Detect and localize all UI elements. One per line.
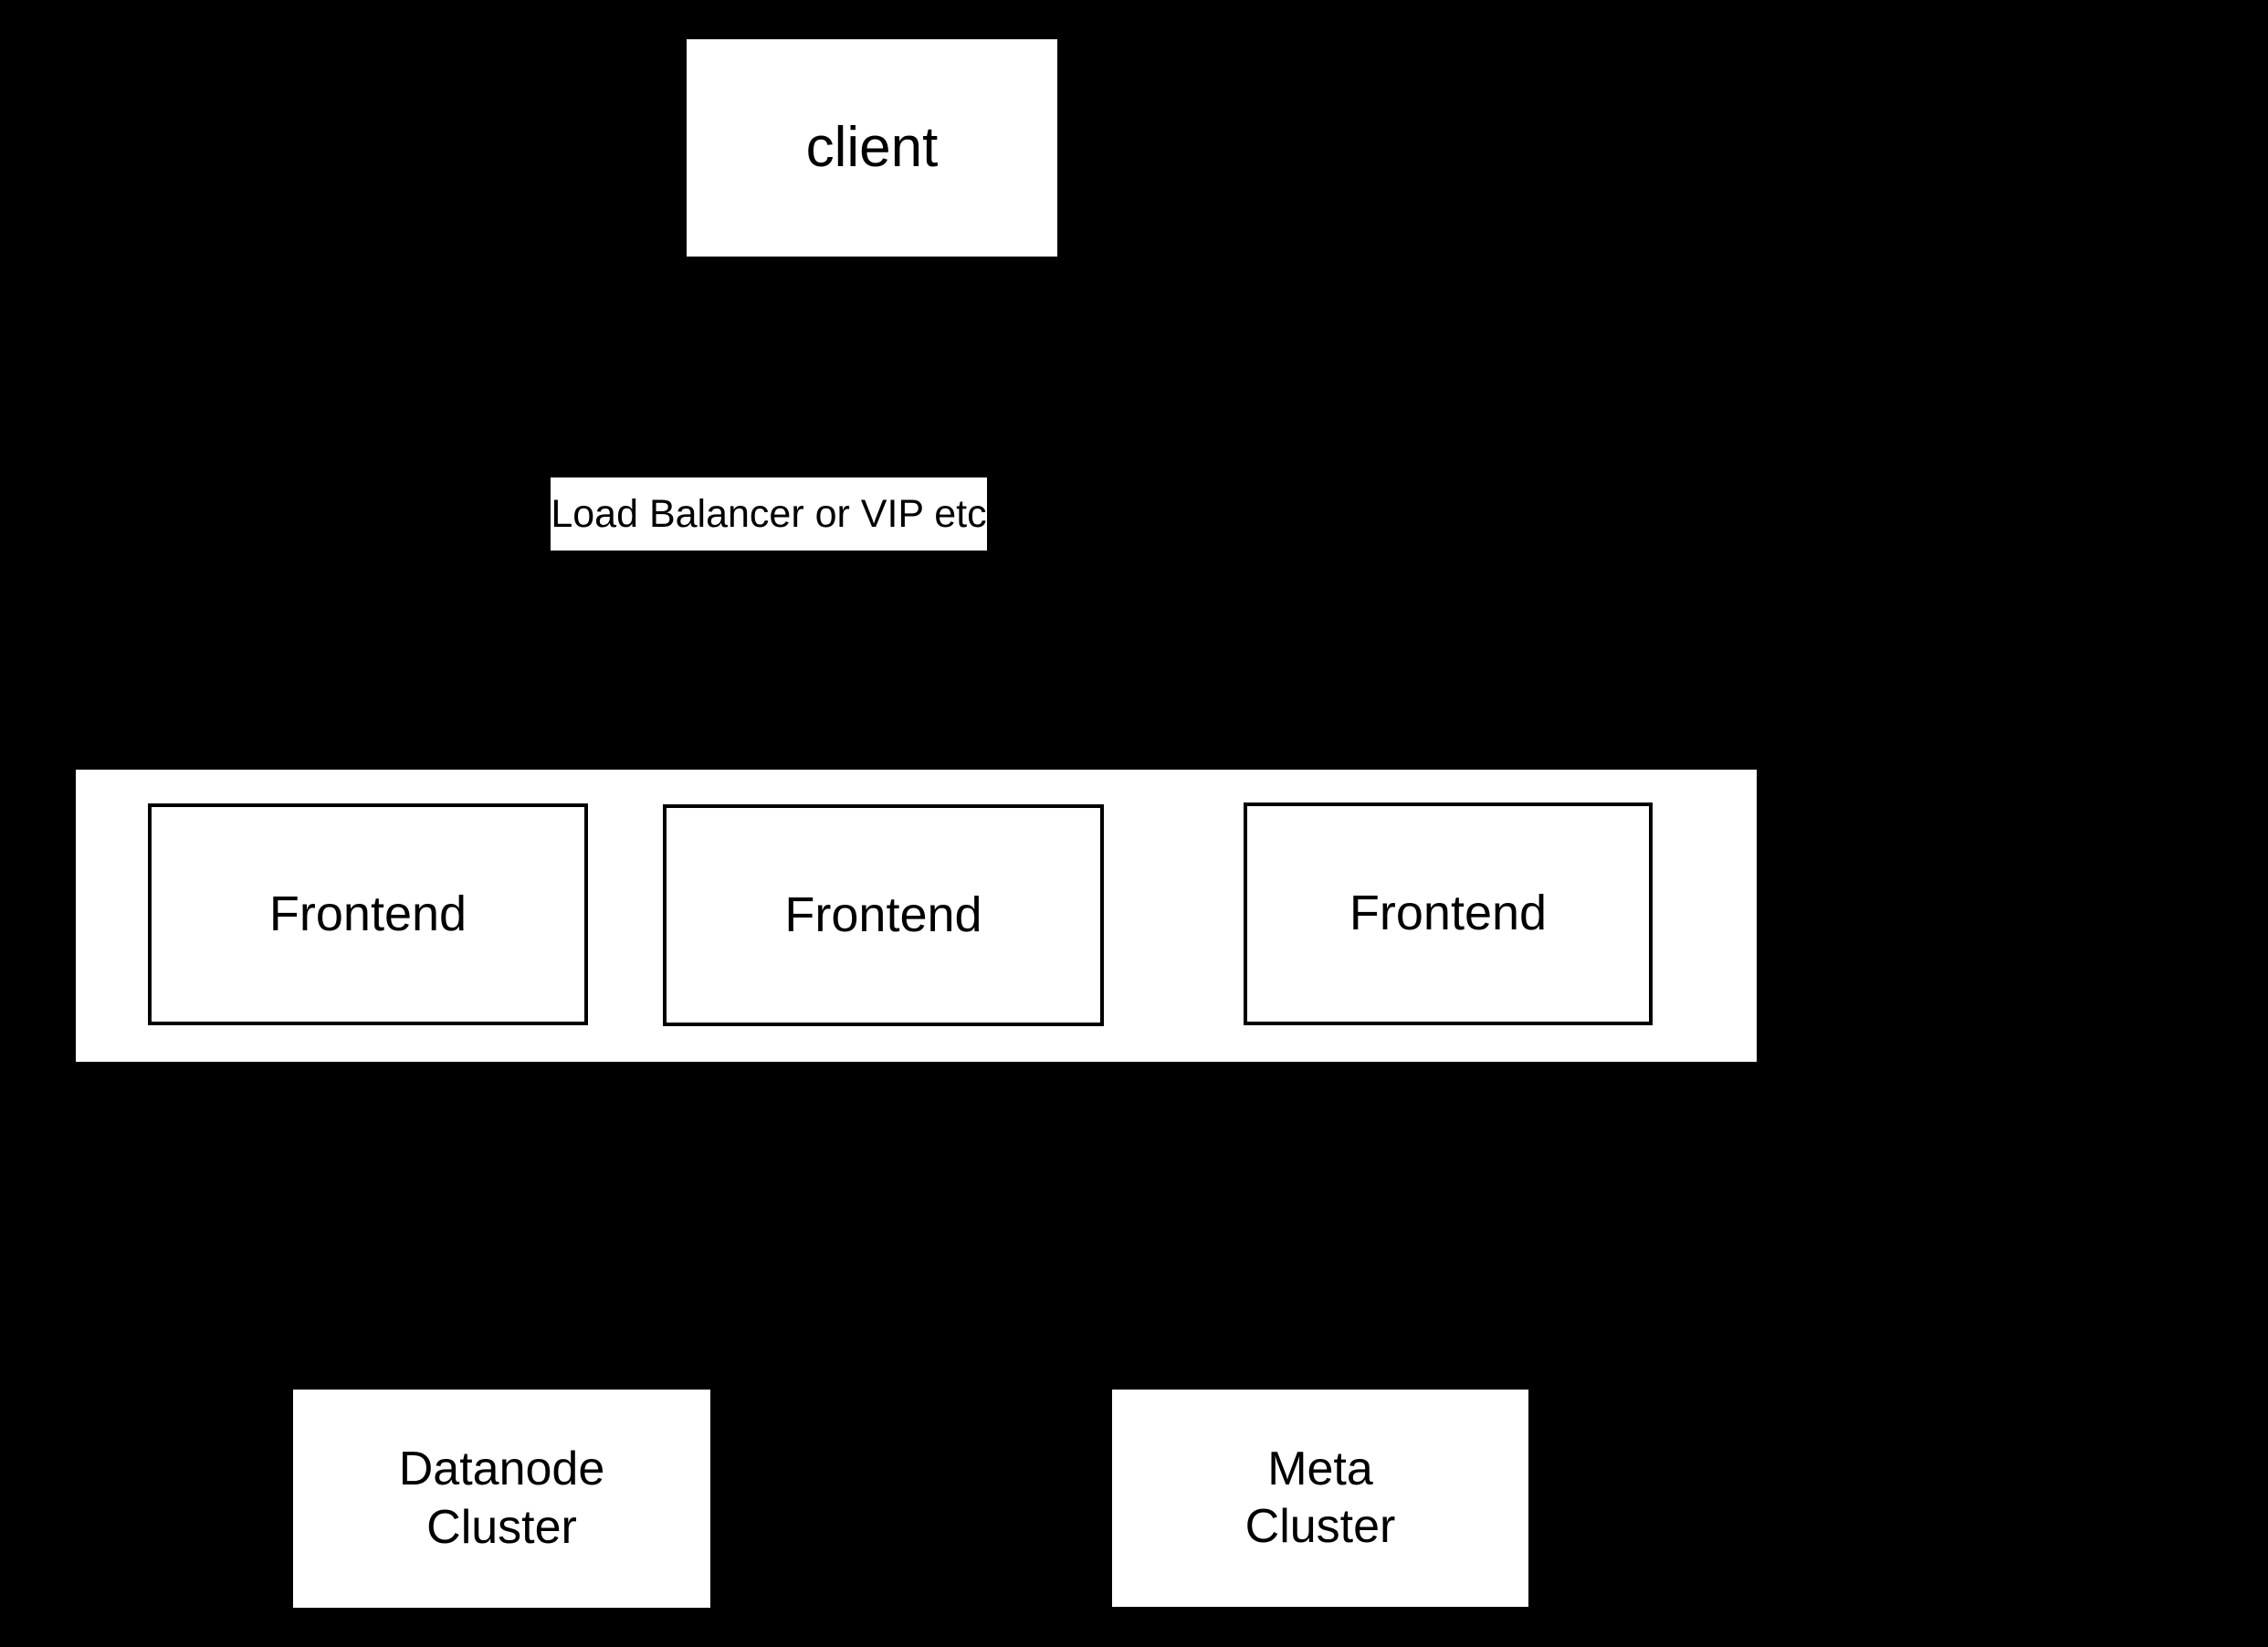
node-frontend-1[interactable]: Frontend (148, 803, 588, 1025)
node-datanode-cluster-label: Datanode Cluster (398, 1442, 605, 1554)
node-frontend-3-label: Frontend (1349, 886, 1548, 941)
node-client-label: client (805, 116, 939, 180)
node-meta-cluster[interactable]: Meta Cluster (1112, 1390, 1528, 1607)
node-frontend-1-label: Frontend (268, 886, 467, 941)
node-load-balancer-label: Load Balancer or VIP etc (551, 491, 987, 536)
node-frontend-2[interactable]: Frontend (663, 804, 1104, 1026)
node-meta-cluster-label: Meta Cluster (1244, 1442, 1396, 1553)
node-datanode-cluster[interactable]: Datanode Cluster (293, 1390, 710, 1608)
node-client[interactable]: client (687, 39, 1057, 257)
node-load-balancer[interactable]: Load Balancer or VIP etc (551, 477, 987, 551)
node-frontend-3[interactable]: Frontend (1244, 803, 1653, 1025)
node-frontend-2-label: Frontend (784, 886, 982, 942)
